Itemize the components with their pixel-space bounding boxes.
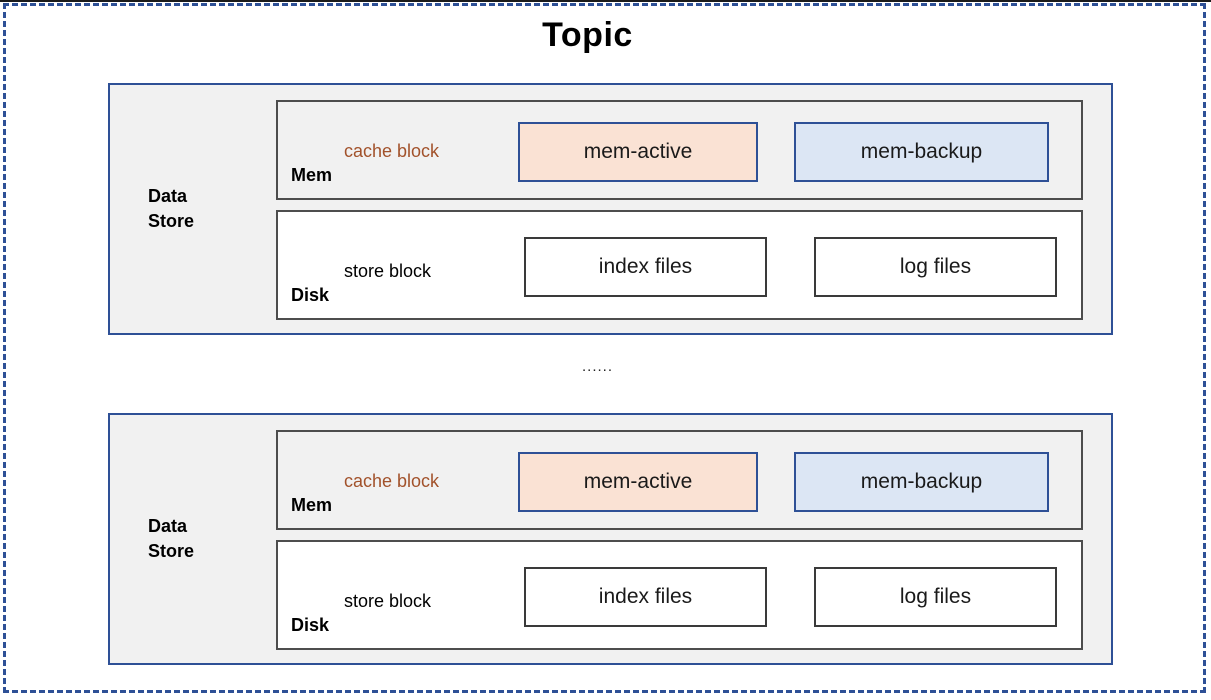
disk-panel-2[interactable]: Disk store block index files log files bbox=[276, 540, 1083, 650]
log-files-box-2[interactable]: log files bbox=[814, 567, 1057, 627]
page-title: Topic bbox=[542, 16, 633, 54]
data-store-container-1[interactable]: Data Store Mem cache block mem-active me… bbox=[108, 83, 1113, 335]
data-store-label-2: Data Store bbox=[148, 514, 258, 564]
mem-active-box-2[interactable]: mem-active bbox=[518, 452, 758, 512]
data-store-label-line2: Store bbox=[148, 211, 195, 231]
data-store-container-2[interactable]: Data Store Mem cache block mem-active me… bbox=[108, 413, 1113, 665]
ellipsis-separator: ...... bbox=[581, 358, 613, 375]
cache-block-tag-1: cache block bbox=[344, 141, 440, 161]
data-store-label-line1: Data bbox=[148, 186, 188, 206]
cache-block-tag-2: cache block bbox=[344, 471, 440, 491]
mem-panel-name-1: Mem bbox=[291, 165, 333, 185]
mem-panel-1[interactable]: Mem cache block mem-active mem-backup bbox=[276, 100, 1083, 200]
data-store-label-1: Data Store bbox=[148, 184, 258, 234]
top-hairline bbox=[0, 0, 1211, 2]
mem-panel-2[interactable]: Mem cache block mem-active mem-backup bbox=[276, 430, 1083, 530]
store-block-tag-2: store block bbox=[344, 591, 432, 611]
store-block-tag-1: store block bbox=[344, 261, 432, 281]
data-store-label-line2: Store bbox=[148, 541, 195, 561]
index-files-box-1[interactable]: index files bbox=[524, 237, 767, 297]
mem-panel-name-2: Mem bbox=[291, 495, 333, 515]
disk-panel-name-2: Disk bbox=[291, 615, 330, 635]
mem-backup-box-1[interactable]: mem-backup bbox=[794, 122, 1049, 182]
index-files-box-2[interactable]: index files bbox=[524, 567, 767, 627]
disk-panel-name-1: Disk bbox=[291, 285, 330, 305]
mem-backup-box-2[interactable]: mem-backup bbox=[794, 452, 1049, 512]
log-files-box-1[interactable]: log files bbox=[814, 237, 1057, 297]
mem-active-box-1[interactable]: mem-active bbox=[518, 122, 758, 182]
page-dashed-frame bbox=[3, 3, 1206, 693]
disk-panel-1[interactable]: Disk store block index files log files bbox=[276, 210, 1083, 320]
data-store-label-line1: Data bbox=[148, 516, 188, 536]
